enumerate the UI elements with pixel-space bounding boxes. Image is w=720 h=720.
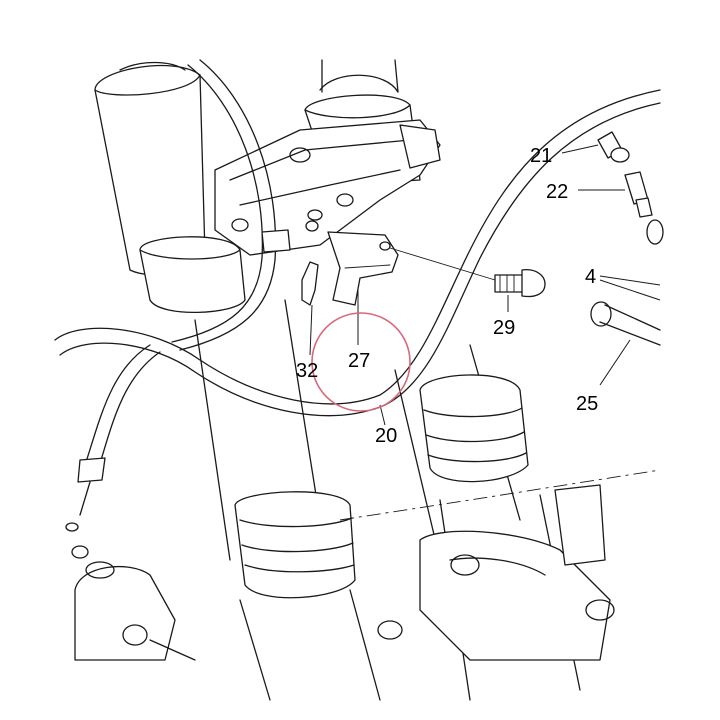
clip-32: [301, 220, 319, 306]
part-label-20: 20: [375, 425, 397, 447]
part-label-25: 25: [576, 393, 598, 415]
part-label-27: 27: [348, 350, 370, 372]
upper-hose: [171, 59, 291, 351]
part-label-32: 32: [296, 360, 318, 382]
part-label-29: 29: [493, 317, 515, 339]
part-label-4: 4: [585, 266, 596, 288]
part-label-21: 21: [530, 145, 552, 167]
lower-bracket: [377, 484, 615, 661]
bleeder-22: [624, 171, 653, 218]
highlight-circle: [311, 312, 411, 412]
bracket-27: [327, 231, 399, 306]
bolt-29: [389, 247, 546, 298]
leader-lines: [309, 144, 661, 426]
left-fork-tube: [94, 61, 246, 314]
fork-bridge: [214, 119, 441, 256]
part-label-22: 22: [546, 181, 568, 203]
hose-end-25: [590, 219, 664, 346]
fitting-21: [597, 131, 630, 163]
brake-caliper: [65, 522, 196, 661]
